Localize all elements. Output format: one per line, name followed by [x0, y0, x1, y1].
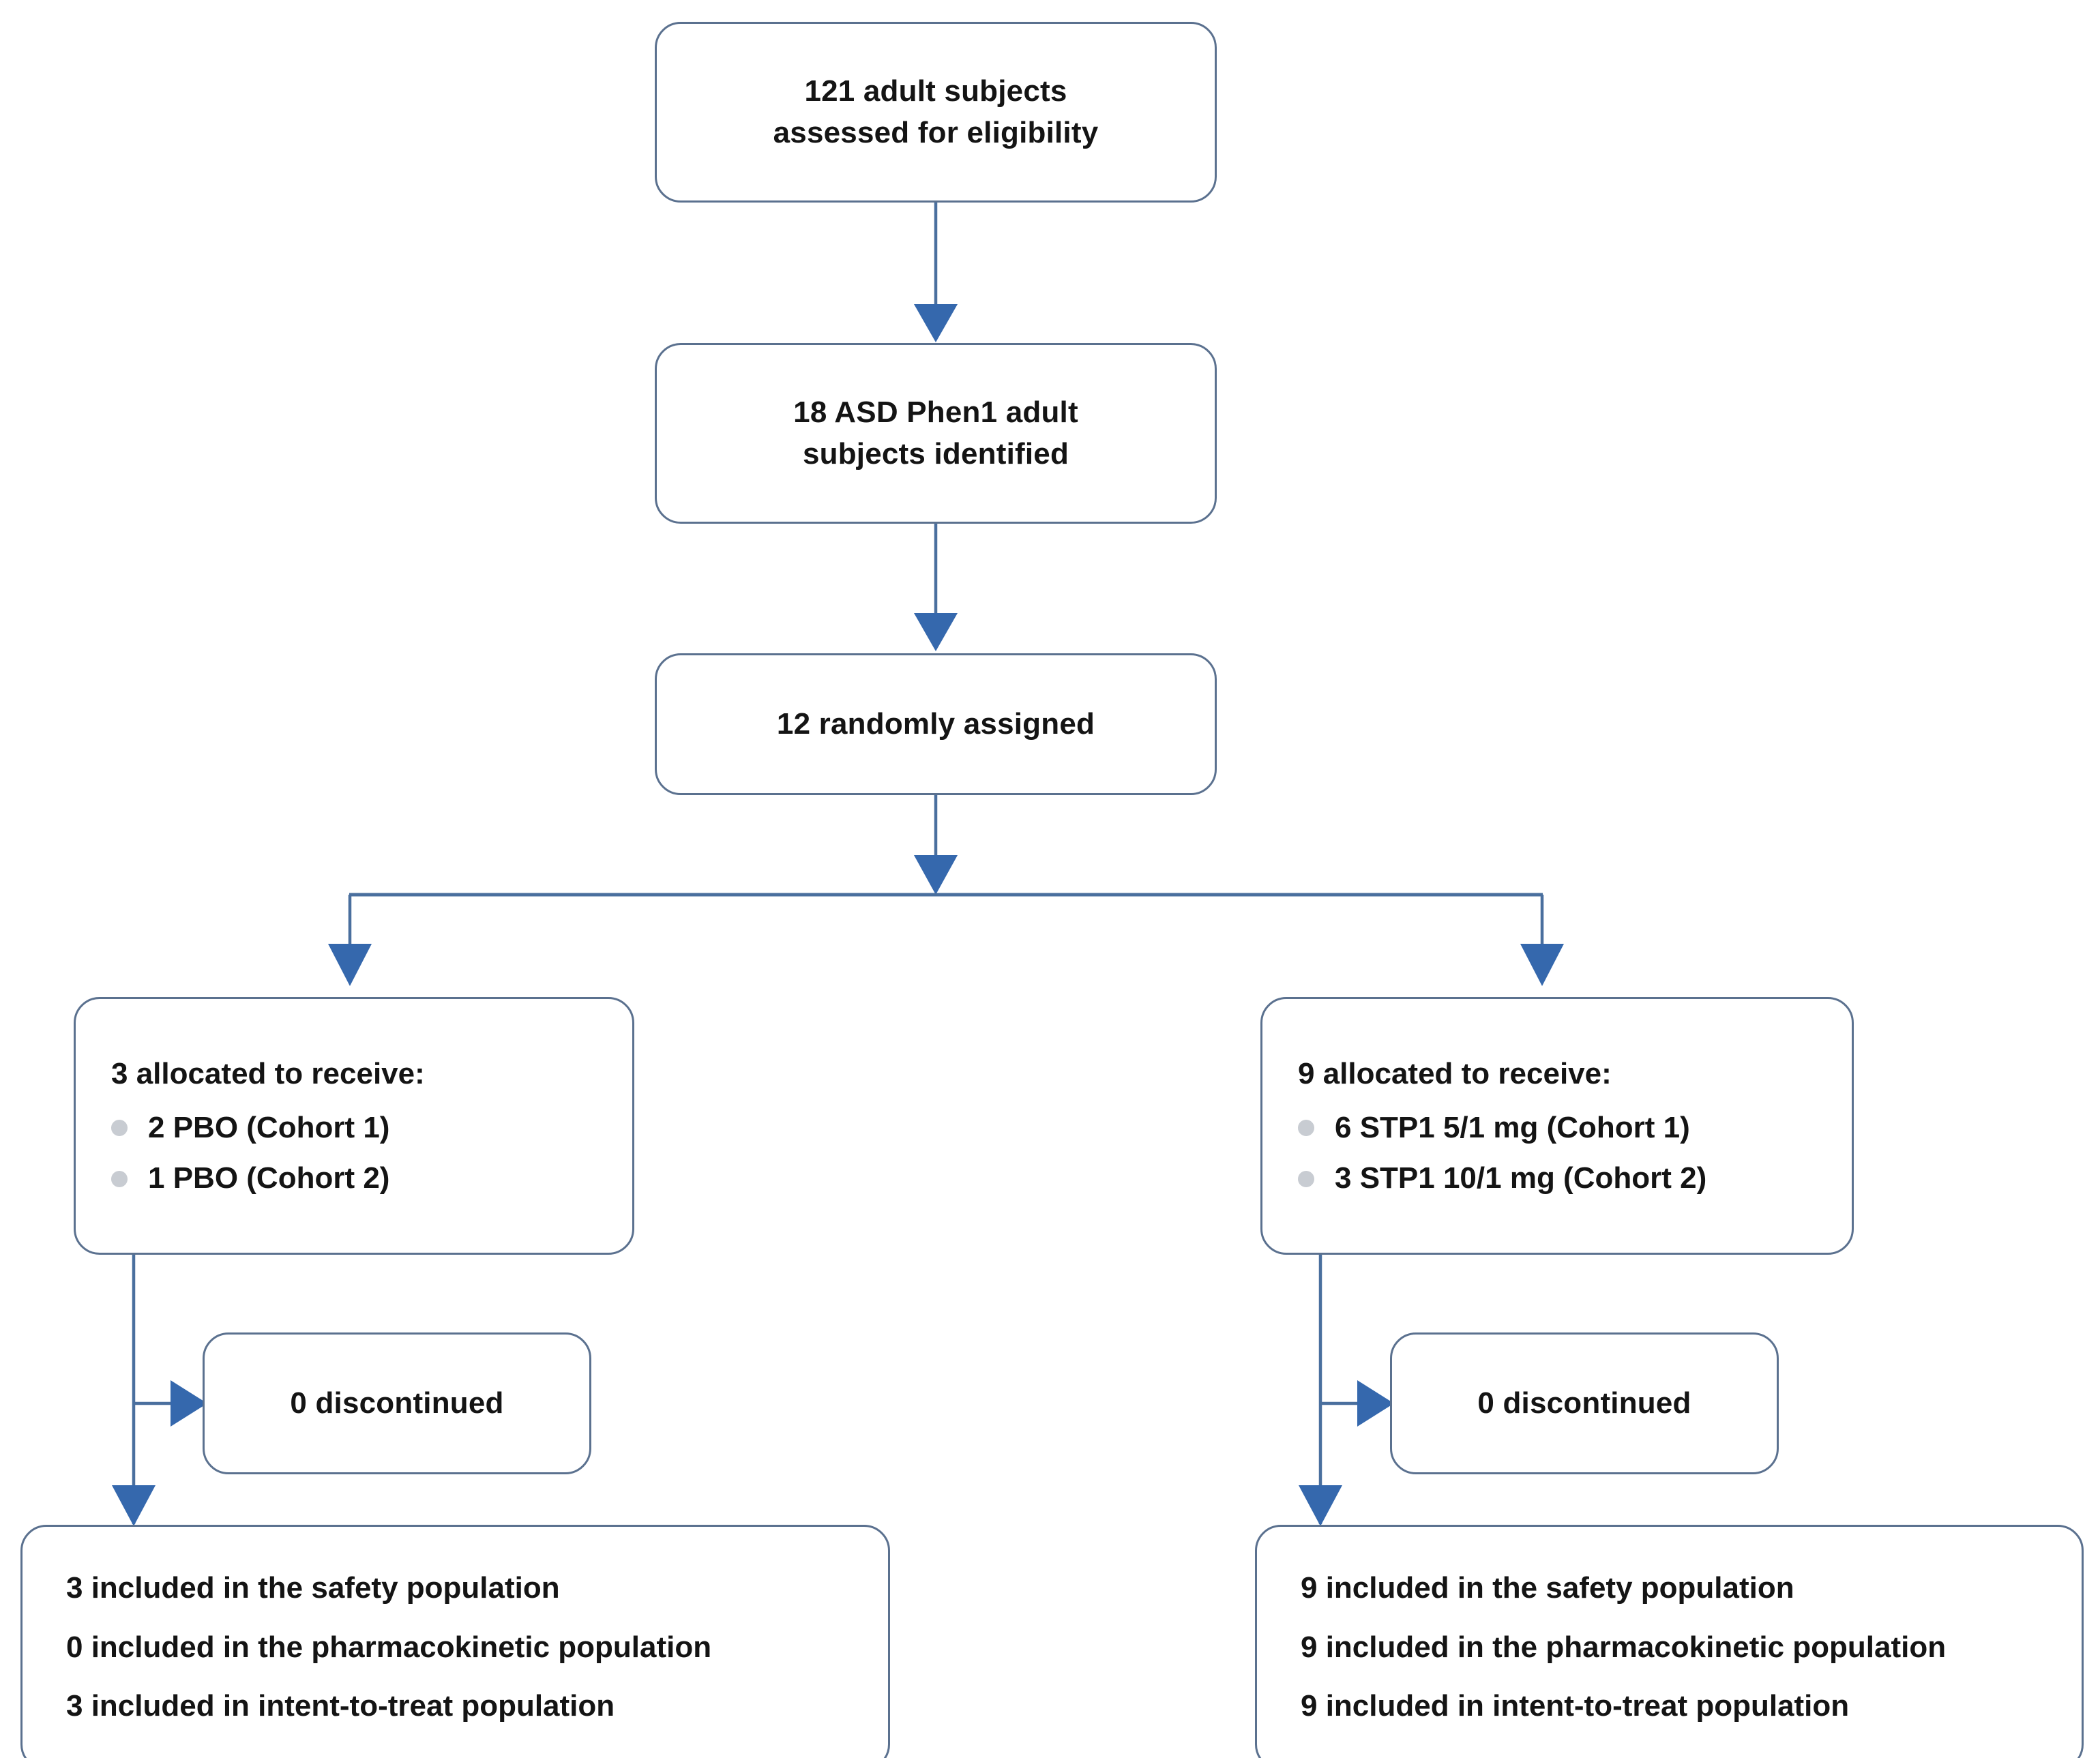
- node-identified: 18 ASD Phen1 adult subjects identified: [655, 343, 1217, 524]
- node-randomized: 12 randomly assigned: [655, 653, 1217, 795]
- identified-line-2: subjects identified: [802, 436, 1069, 471]
- screening-line-2: assessed for eligibility: [773, 115, 1099, 149]
- bullet-dot-icon: [111, 1170, 128, 1187]
- allocation-treatment-heading: 9 allocated to receive:: [1298, 1057, 1612, 1091]
- population-placebo-line-2: 0 included in the pharmacokinetic popula…: [66, 1630, 712, 1664]
- allocation-placebo-heading: 3 allocated to receive:: [111, 1057, 425, 1091]
- arrowhead-down-icon: [914, 304, 958, 342]
- node-allocation-treatment: 9 allocated to receive: 6 STP1 5/1 mg (C…: [1260, 997, 1854, 1255]
- arrowhead-down-icon: [914, 855, 958, 895]
- allocation-placebo-bullet-1: 2 PBO (Cohort 1): [111, 1111, 632, 1144]
- population-placebo-line-1: 3 included in the safety population: [66, 1571, 560, 1605]
- population-treatment-line-2: 9 included in the pharmacokinetic popula…: [1301, 1630, 1947, 1664]
- randomized-line-1: 12 randomly assigned: [776, 706, 1095, 741]
- arrowhead-down-icon: [112, 1485, 156, 1526]
- allocation-placebo-bullet-1-label: 2 PBO (Cohort 1): [148, 1111, 390, 1144]
- allocation-placebo-bullet-2: 1 PBO (Cohort 2): [111, 1161, 632, 1195]
- allocation-treatment-bullet-2: 3 STP1 10/1 mg (Cohort 2): [1298, 1161, 1852, 1195]
- arrowhead-down-icon: [1299, 1485, 1342, 1526]
- allocation-treatment-bullet-2-label: 3 STP1 10/1 mg (Cohort 2): [1335, 1161, 1707, 1195]
- allocation-treatment-bullet-1: 6 STP1 5/1 mg (Cohort 1): [1298, 1111, 1852, 1144]
- population-treatment-line-3: 9 included in intent-to-treat population: [1301, 1689, 1850, 1723]
- screening-line-1: 121 adult subjects: [804, 74, 1067, 108]
- arrowhead-right-icon: [1357, 1380, 1394, 1427]
- discontinued-placebo-line-1: 0 discontinued: [290, 1386, 504, 1420]
- allocation-placebo-bullet-2-label: 1 PBO (Cohort 2): [148, 1161, 390, 1195]
- arrowhead-down-icon: [1520, 944, 1564, 986]
- arrowhead-right-icon: [171, 1380, 207, 1427]
- node-discontinued-placebo: 0 discontinued: [203, 1332, 591, 1474]
- node-screening: 121 adult subjects assessed for eligibil…: [655, 22, 1217, 203]
- node-discontinued-treatment: 0 discontinued: [1390, 1332, 1779, 1474]
- node-population-placebo: 3 included in the safety population 0 in…: [20, 1525, 890, 1758]
- node-allocation-placebo: 3 allocated to receive: 2 PBO (Cohort 1)…: [74, 997, 634, 1255]
- bullet-dot-icon: [1298, 1120, 1314, 1137]
- allocation-treatment-bullet-1-label: 6 STP1 5/1 mg (Cohort 1): [1335, 1111, 1690, 1144]
- identified-line-1: 18 ASD Phen1 adult: [793, 395, 1078, 429]
- node-population-treatment: 9 included in the safety population 9 in…: [1255, 1525, 2084, 1758]
- bullet-dot-icon: [1298, 1170, 1314, 1187]
- arrowhead-down-icon: [914, 613, 958, 651]
- discontinued-treatment-line-1: 0 discontinued: [1477, 1386, 1691, 1420]
- bullet-dot-icon: [111, 1120, 128, 1137]
- arrowhead-down-icon: [328, 944, 372, 986]
- population-treatment-line-1: 9 included in the safety population: [1301, 1571, 1794, 1605]
- population-placebo-line-3: 3 included in intent-to-treat population: [66, 1689, 615, 1723]
